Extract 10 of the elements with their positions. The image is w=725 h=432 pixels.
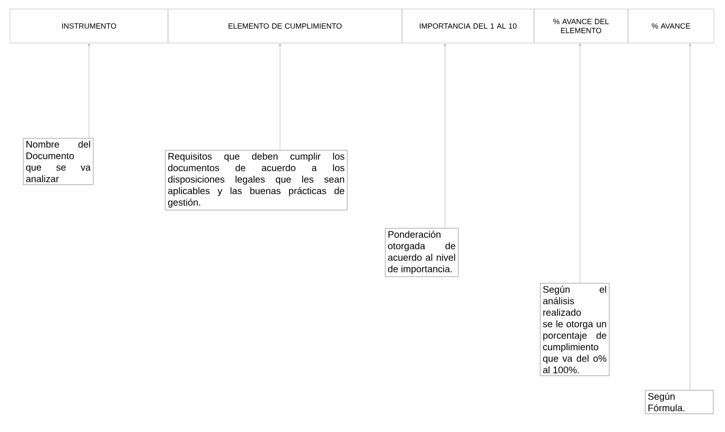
callout-box: Ponderación otorgada de acuerdo al nivel de importancia. xyxy=(385,228,458,277)
arrow xyxy=(88,43,90,138)
callout-box: Según el análisis realizado se le otorga un porcentaje de cumplimiento que va del o% al 100%. xyxy=(540,283,610,376)
arrow xyxy=(578,43,582,284)
callout-box: Requisitos que deben cumplir los documentos de acuerdo a los disposiciones legales que les sean aplicables y las buenas prácticas de gestión. xyxy=(165,150,348,210)
callout-box: Según Fórmula. xyxy=(645,390,714,414)
arrow xyxy=(444,43,446,228)
arrow xyxy=(688,43,692,390)
arrow xyxy=(278,43,282,150)
callout-box: Nombre del Documento que se va analizar xyxy=(23,138,94,185)
